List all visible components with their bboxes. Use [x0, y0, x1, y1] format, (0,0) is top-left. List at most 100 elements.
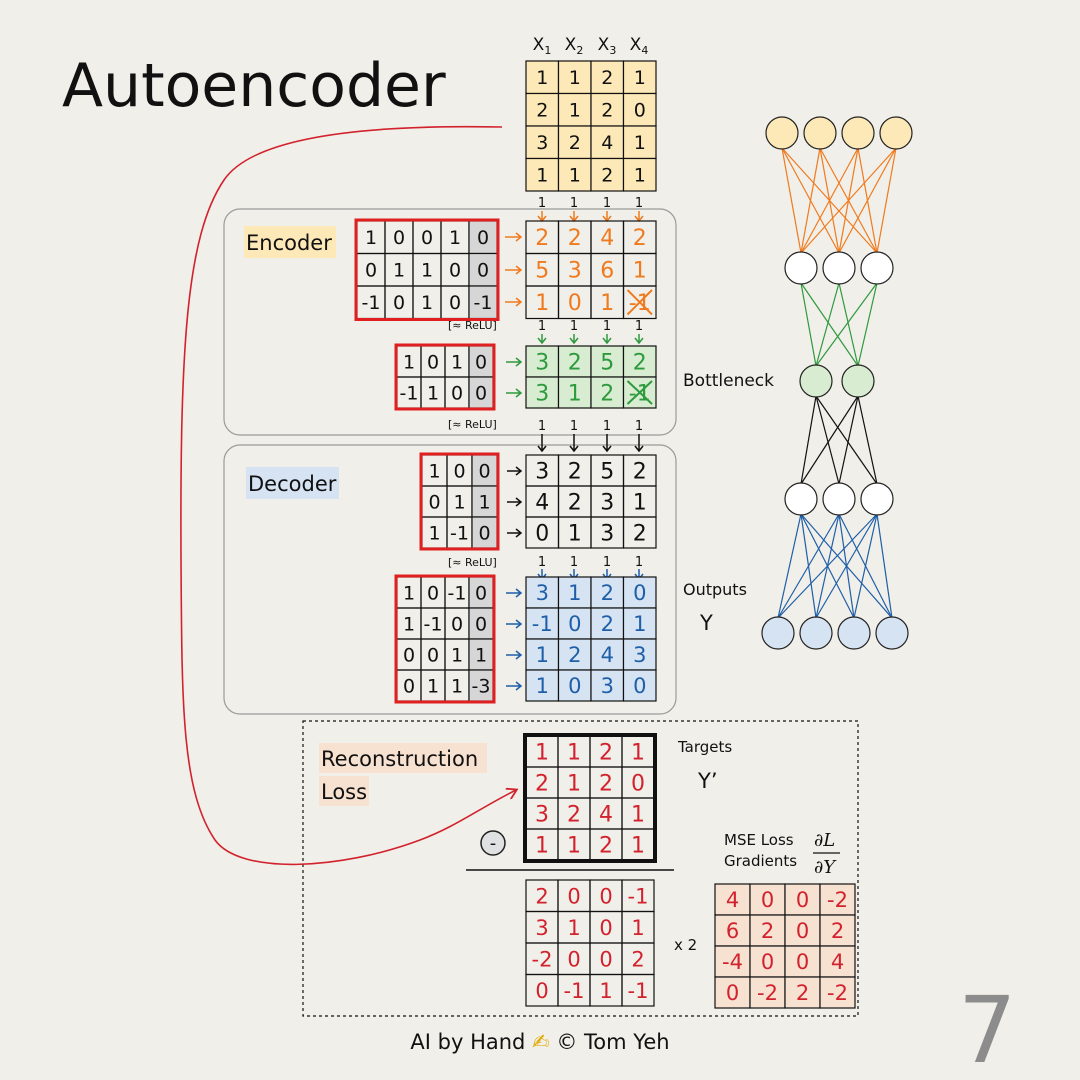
- network-node: [799, 616, 833, 650]
- gradient-matrix-cell: [784, 914, 821, 947]
- input-matrix-value: 1: [536, 165, 548, 187]
- loss-label-highlight: [319, 743, 487, 773]
- reconstruction-arrow: [180, 125, 516, 866]
- network-edge: [800, 147, 821, 254]
- encoder-input-arrow: [537, 211, 547, 223]
- targets-label: Targets: [677, 738, 732, 756]
- decoder-weights-1-value: 1: [428, 522, 440, 544]
- decoder-weights-1-value: 1: [453, 491, 465, 513]
- network-edge: [853, 513, 878, 619]
- network-edge: [777, 513, 878, 619]
- network-edge: [800, 147, 897, 254]
- decoder-weights-1-value: 0: [453, 460, 465, 482]
- output-matrix-cell: [622, 607, 657, 640]
- target-matrix-value: 1: [567, 771, 581, 796]
- gradient-matrix-cell: [714, 914, 751, 947]
- decoder-weights-2-frame: [394, 574, 496, 704]
- input-matrix-value: 1: [634, 67, 646, 89]
- decoder-row-arrow: [507, 497, 523, 507]
- gradient-matrix-cell: [784, 945, 821, 978]
- input-matrix-value: 1: [536, 67, 548, 89]
- output-row-arrow: [506, 681, 523, 691]
- encoder-label: Encoder: [246, 231, 332, 255]
- decoder-bias-one: 1: [538, 419, 546, 434]
- output-matrix-value: 2: [568, 643, 581, 667]
- decoder-relu-note-1: [≈ ReLU]: [448, 556, 497, 569]
- bottleneck-output-value: 2: [600, 381, 614, 406]
- input-header: X3: [598, 35, 617, 57]
- network-node: [822, 482, 856, 516]
- gradient-matrix-cell: [819, 945, 856, 978]
- input-matrix-value: 4: [601, 132, 613, 154]
- bottleneck-output-value: 2: [633, 350, 647, 375]
- difference-matrix-value: 0: [535, 979, 548, 1003]
- output-matrix-value: 2: [601, 612, 614, 636]
- difference-matrix-value: -1: [628, 884, 649, 908]
- loss-label-highlight-2: [319, 776, 369, 806]
- encoder-bias-one-2: 1: [635, 319, 643, 334]
- network-edge: [876, 147, 897, 254]
- gradient-matrix-value: 0: [796, 919, 809, 943]
- decoder-bias-one: 1: [635, 419, 643, 434]
- network-node: [841, 116, 875, 150]
- encoder-weights-2-value: 1: [403, 351, 415, 373]
- gradient-matrix-value: 0: [726, 981, 739, 1005]
- encoder-bias-one: 1: [570, 196, 578, 211]
- bottleneck-row-arrow: [506, 357, 523, 367]
- bottleneck-row-arrow: [506, 388, 523, 398]
- bottleneck-output-cell: [525, 345, 560, 378]
- difference-matrix-value: 0: [567, 884, 580, 908]
- loss-label-line2: Loss: [321, 780, 367, 804]
- gradient-matrix-value: 2: [796, 981, 809, 1005]
- decoder-input-arrow: [569, 434, 579, 453]
- encoder-bias-one-2: 1: [570, 319, 578, 334]
- loss-panel: [302, 720, 859, 1017]
- target-matrix-frame: [523, 733, 657, 863]
- gradient-matrix-value: 0: [761, 888, 774, 912]
- encoder-weights-2-frame: [394, 343, 496, 411]
- encoder-relu-note-2: [≈ ReLU]: [448, 418, 497, 431]
- output-matrix-cell: [590, 607, 625, 640]
- decoder-label-highlight: [246, 467, 339, 499]
- input-matrix-cell: [557, 92, 592, 127]
- network-edge: [800, 395, 859, 485]
- decoder-weights-2-cell: [468, 638, 494, 671]
- network-node: [784, 251, 818, 285]
- output-matrix-cell: [590, 576, 625, 609]
- output-row-arrow: [506, 650, 523, 660]
- difference-matrix-value: 1: [599, 979, 612, 1003]
- output-matrix-value: 1: [568, 581, 581, 605]
- gradient-matrix-value: 4: [726, 888, 739, 912]
- decoder-weights-2-value: 1: [403, 613, 415, 635]
- decoder-weights-1-frame: [419, 452, 500, 551]
- encoder-weights-1-value: 0: [449, 292, 461, 314]
- encoder-weights-1-value: 1: [421, 260, 433, 282]
- output-matrix-value: 4: [601, 643, 614, 667]
- input-matrix-cell: [622, 60, 657, 95]
- output-matrix-cell: [590, 638, 625, 671]
- gradient-matrix-value: 2: [761, 919, 774, 943]
- output-matrix-value: 2: [601, 581, 614, 605]
- targets-symbol: Y’: [697, 769, 718, 793]
- decoder-output-1-value: 5: [600, 459, 614, 484]
- difference-matrix-value: 1: [631, 916, 644, 940]
- difference-matrix-value: -2: [532, 947, 553, 971]
- encoder-output-1-value: 1: [535, 291, 549, 316]
- decoder-output-1-cell: [622, 516, 657, 549]
- decoder-weights-2-value: 1: [451, 644, 463, 666]
- decoder-weights-2-value: -1: [424, 613, 443, 635]
- difference-matrix-value: -1: [628, 979, 649, 1003]
- input-header: X2: [565, 35, 584, 57]
- network-node: [822, 251, 856, 285]
- encoder-output-1-value: 1: [600, 291, 614, 316]
- encoder-output-1-value: 4: [600, 226, 614, 251]
- decoder-label: Decoder: [248, 472, 337, 496]
- difference-matrix-value: 2: [535, 884, 548, 908]
- outputs-symbol: Y: [699, 611, 713, 635]
- gradient-matrix-cell: [784, 883, 821, 916]
- target-matrix-value: 1: [535, 740, 549, 765]
- decoder-weights-2-value: 0: [451, 613, 463, 635]
- decoder-bias-one-2: 1: [635, 555, 643, 570]
